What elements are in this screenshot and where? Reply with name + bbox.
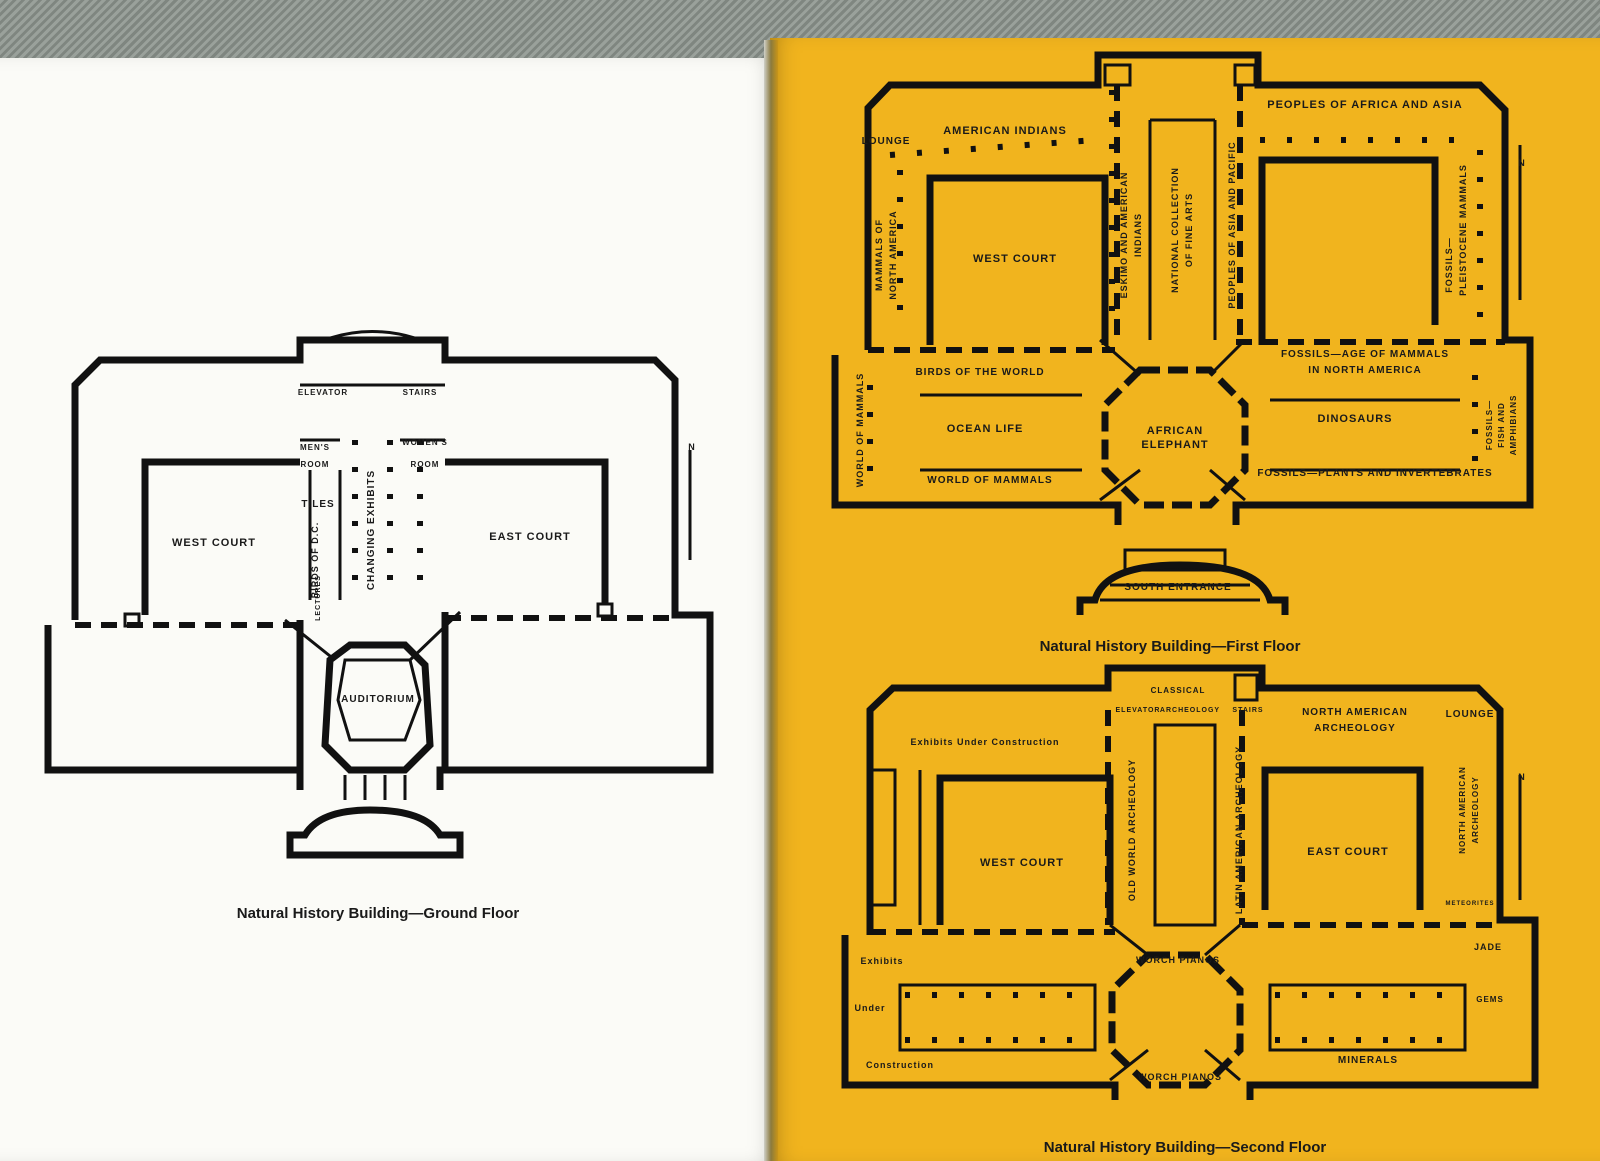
ff-fossils-fish-label-2: FISH AND bbox=[1497, 402, 1506, 447]
sf-na-arch-label-1: NORTH AMERICAN bbox=[1302, 707, 1408, 718]
ff-lounge-label: LOUNGE bbox=[862, 136, 911, 147]
sf-meteorites-label: METEORITES bbox=[1445, 901, 1494, 907]
ff-fine-arts-label-1: NATIONAL COLLECTION bbox=[1170, 167, 1180, 293]
sf-gems-label: GEMS bbox=[1476, 995, 1504, 1004]
sf-na-arch-vert-label-1: NORTH AMERICAN bbox=[1458, 766, 1467, 853]
ff-caption: Natural History Building—First Floor bbox=[1040, 638, 1301, 655]
sf-exhibits-label: Exhibits bbox=[860, 956, 903, 966]
gf-stairs-label: STAIRS bbox=[403, 388, 438, 397]
gf-womens-room-label-2: ROOM bbox=[411, 460, 440, 469]
sf-old-world-arch-label: OLD WORLD ARCHEOLOGY bbox=[1127, 759, 1137, 901]
second-floor-plan: CLASSICAL ELEVATOR ARCHEOLOGY STAIRS NOR… bbox=[841, 664, 1539, 1156]
gf-caption: Natural History Building—Ground Floor bbox=[237, 905, 520, 922]
ff-ocean-life-label: OCEAN LIFE bbox=[947, 423, 1024, 435]
sf-north-label: N bbox=[1518, 772, 1526, 782]
ff-peoples-africa-asia-label: PEOPLES OF AFRICA AND ASIA bbox=[1267, 99, 1463, 111]
sf-worch-pianos-bottom-label: WORCH PIANOS bbox=[1138, 1072, 1222, 1082]
sf-na-arch-label-2: ARCHEOLOGY bbox=[1314, 723, 1396, 734]
gf-north-label: N bbox=[688, 442, 696, 452]
ff-world-mammals-label: WORLD OF MAMMALS bbox=[927, 475, 1052, 486]
sf-minerals-label: MINERALS bbox=[1338, 1055, 1398, 1066]
ff-fossils-fish-label-3: AMPHIBIANS bbox=[1509, 395, 1518, 456]
gf-birds-dc-label: BIRDS OF D.C. bbox=[310, 522, 320, 599]
gf-elevator-label: ELEVATOR bbox=[298, 388, 348, 397]
sf-latin-american-arch-label: LATIN AMERICAN ARCHEOLOGY bbox=[1234, 746, 1244, 914]
ff-mammals-na-label-1: MAMMALS OF bbox=[874, 219, 884, 291]
ff-african-elephant-label-2: ELEPHANT bbox=[1141, 439, 1208, 451]
left-page bbox=[0, 58, 778, 1161]
gf-tiles-label: TILES bbox=[301, 499, 334, 510]
first-floor-plan: LOUNGE AMERICAN INDIANS PEOPLES OF AFRIC… bbox=[831, 51, 1534, 655]
sf-exhibits-under-construction-label: Exhibits Under Construction bbox=[910, 737, 1059, 747]
sf-under-label: Under bbox=[854, 1003, 885, 1013]
ff-fossils-pleistocene-label-2: PLEISTOCENE MAMMALS bbox=[1458, 164, 1468, 296]
sf-stairs-label: STAIRS bbox=[1232, 707, 1263, 714]
gf-auditorium-label: AUDITORIUM bbox=[341, 694, 415, 705]
ff-dinosaurs-label: DINOSAURS bbox=[1317, 413, 1392, 425]
ff-eskimo-label-2: INDIANS bbox=[1133, 213, 1143, 257]
ff-fossils-plants-label: FOSSILS—PLANTS AND INVERTEBRATES bbox=[1257, 468, 1492, 479]
ff-west-court-label: WEST COURT bbox=[973, 253, 1057, 265]
ff-american-indians-label: AMERICAN INDIANS bbox=[943, 125, 1067, 137]
ff-fine-arts-label-2: OF FINE ARTS bbox=[1184, 193, 1194, 267]
gf-mens-room-label-2: ROOM bbox=[301, 460, 330, 469]
ground-floor-plan: WEST COURT EAST COURT ELEVATOR STAIRS ME… bbox=[44, 330, 714, 922]
ff-african-elephant-label-1: AFRICAN bbox=[1147, 425, 1204, 437]
sf-caption: Natural History Building—Second Floor bbox=[1044, 1139, 1327, 1156]
ff-fossils-fish-label-1: FOSSILS— bbox=[1485, 400, 1494, 450]
ff-fossils-age-label-2: IN NORTH AMERICA bbox=[1308, 365, 1421, 376]
sf-west-court-label: WEST COURT bbox=[980, 857, 1064, 869]
ff-peoples-asia-pacific-label: PEOPLES OF ASIA AND PACIFIC bbox=[1227, 141, 1237, 308]
gf-mens-room-label-1: MEN'S bbox=[300, 443, 330, 452]
gf-east-court-label: EAST COURT bbox=[489, 531, 571, 543]
sf-classical-label: CLASSICAL bbox=[1151, 686, 1206, 695]
gf-lectures-label: LECTURES bbox=[315, 575, 322, 621]
ff-birds-world-label: BIRDS OF THE WORLD bbox=[915, 367, 1044, 378]
sf-elevator-label: ELEVATOR bbox=[1116, 707, 1161, 714]
ff-north-label: N bbox=[1518, 158, 1526, 168]
sf-lounge-label: LOUNGE bbox=[1446, 709, 1495, 720]
sf-archeology-label: ARCHEOLOGY bbox=[1160, 707, 1220, 714]
sf-construction-label: Construction bbox=[866, 1060, 934, 1070]
gf-west-court-label: WEST COURT bbox=[172, 537, 256, 549]
ff-world-mammals-vertical-label: WORLD OF MAMMALS bbox=[855, 373, 865, 487]
book-gutter bbox=[764, 40, 778, 1161]
ff-eskimo-label-1: ESKIMO AND AMERICAN bbox=[1119, 172, 1129, 299]
ff-south-entrance-label: SOUTH ENTRANCE bbox=[1124, 582, 1231, 593]
ff-fossils-age-label-1: FOSSILS—AGE OF MAMMALS bbox=[1281, 349, 1449, 360]
gf-changing-exhibits-label: CHANGING EXHIBITS bbox=[366, 470, 377, 590]
ff-mammals-na-label-2: NORTH AMERICA bbox=[888, 210, 898, 299]
sf-na-arch-vert-label-2: ARCHEOLOGY bbox=[1471, 776, 1480, 843]
sf-worch-pianos-top-label: WORCH PIANOS bbox=[1136, 955, 1220, 965]
sf-east-court-label: EAST COURT bbox=[1307, 846, 1389, 858]
ff-fossils-pleistocene-label-1: FOSSILS— bbox=[1444, 237, 1454, 293]
sf-jade-label: JADE bbox=[1474, 942, 1502, 952]
gf-womens-room-label-1: WOMEN'S bbox=[402, 438, 448, 447]
